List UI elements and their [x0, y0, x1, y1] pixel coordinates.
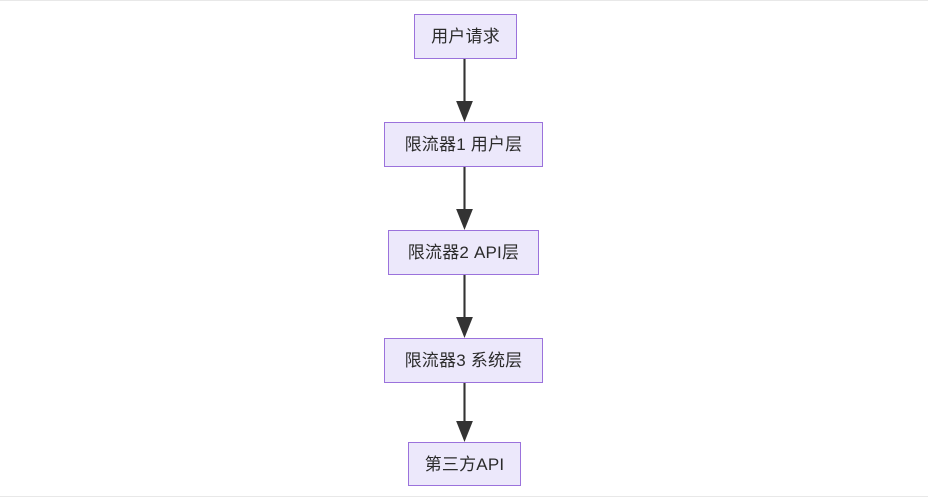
node-label: 限流器3 系统层 — [404, 351, 523, 370]
node-label: 第三方API — [424, 454, 505, 474]
node-user-request[interactable]: 用户请求 — [414, 14, 517, 59]
node-label: 限流器2 API层 — [407, 243, 520, 262]
node-label: 限流器1 用户层 — [404, 135, 523, 154]
node-rate-limiter-2-api-layer[interactable]: 限流器2 API层 — [388, 230, 539, 275]
node-rate-limiter-3-system-layer[interactable]: 限流器3 系统层 — [384, 338, 543, 383]
node-third-party-api[interactable]: 第三方API — [408, 442, 521, 486]
node-label: 用户请求 — [431, 27, 500, 46]
node-rate-limiter-1-user-layer[interactable]: 限流器1 用户层 — [384, 122, 543, 167]
